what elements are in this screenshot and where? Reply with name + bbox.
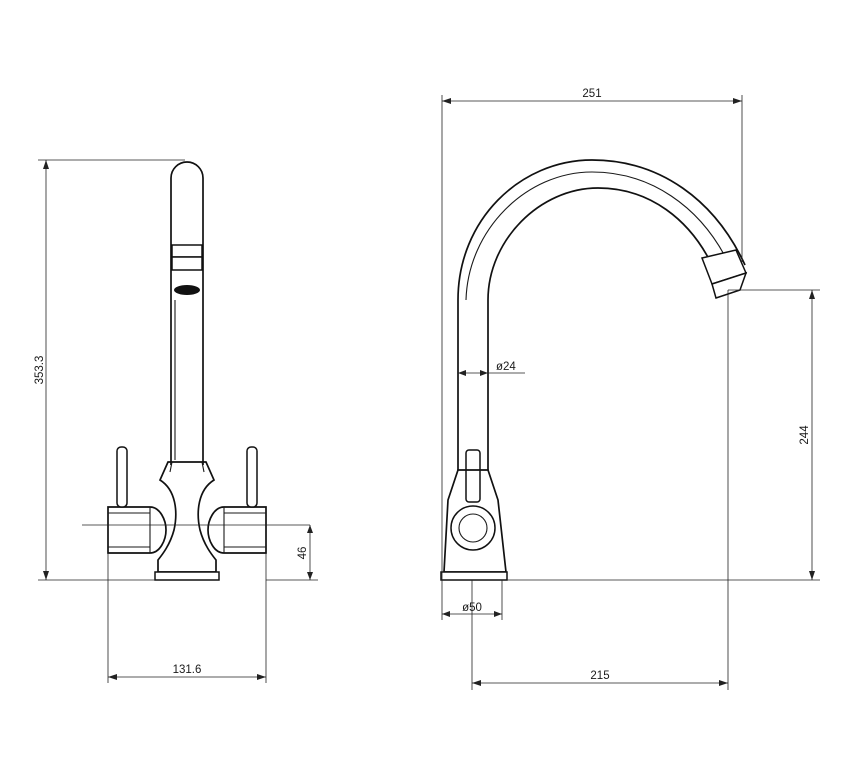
front-view	[82, 161, 310, 581]
front-height-label: 353.3	[34, 356, 46, 385]
front-right-handle	[246, 446, 258, 508]
side-reach-dimension: 215	[471, 580, 728, 690]
front-width-dimension: 131.6	[107, 553, 267, 683]
side-width-dimension: 251	[441, 88, 743, 620]
side-spout-diameter-dimension: ø24	[458, 361, 525, 376]
side-spout-outer	[457, 159, 746, 470]
front-base-height-label: 46	[297, 547, 309, 560]
front-base	[154, 571, 220, 581]
front-left-valve-housing	[107, 506, 167, 554]
side-valve-circle	[450, 505, 496, 551]
front-central-body	[157, 461, 217, 573]
front-right-valve-housing	[207, 506, 267, 554]
side-view	[440, 159, 748, 581]
front-height-dimension: 353.3	[34, 159, 185, 581]
front-aerator-outlet	[174, 285, 200, 295]
side-base	[440, 571, 508, 581]
front-aerator-band	[171, 244, 203, 258]
side-reach-label: 215	[590, 670, 609, 682]
front-left-handle	[116, 446, 128, 508]
side-outlet-height-dimension: 244	[507, 289, 820, 690]
side-width-label: 251	[582, 88, 601, 100]
side-spout-inner	[487, 187, 713, 470]
front-base-height-dimension: 46	[266, 525, 318, 581]
side-handle	[465, 449, 481, 503]
side-spout-diameter-label: ø24	[496, 361, 516, 373]
side-outlet-height-label: 244	[799, 425, 811, 445]
front-spout-tube	[170, 161, 204, 465]
front-width-label: 131.6	[173, 664, 202, 676]
